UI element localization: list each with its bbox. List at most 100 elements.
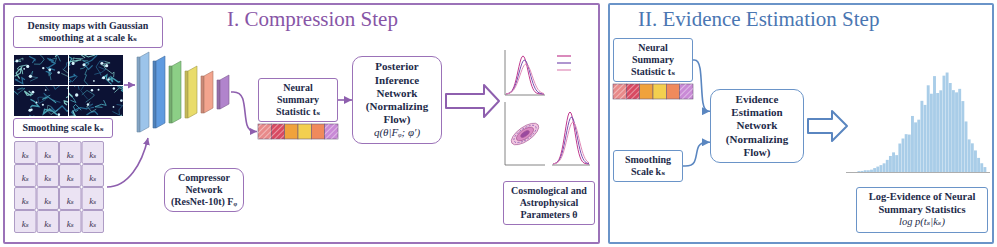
cnn-layer-front [185,71,188,118]
filament [78,55,95,58]
cnn-layer [140,52,149,132]
grid-cell-holder: kₛ [59,164,82,187]
halo [93,80,95,82]
filament [51,106,67,112]
filament [14,90,18,97]
histogram [846,73,990,173]
density-map [14,55,68,85]
vector-hatch [613,84,626,99]
histogram-bar [930,94,933,172]
scale-grid [15,142,104,233]
vector-cell [298,124,311,139]
histogram-bar [952,90,955,172]
cnn-layer [220,75,229,109]
histogram-bar [936,93,939,172]
filament [64,62,68,70]
histogram-bar [873,168,876,172]
halo [28,109,31,112]
halo [42,104,44,106]
histogram-bar [883,163,886,172]
plot-axis [505,102,545,165]
histogram-bar [961,101,964,172]
filament [24,91,32,96]
histogram-bar [977,158,980,172]
summary-vector [258,124,338,139]
halo [100,62,103,65]
filament [30,99,39,107]
vector-cell [680,84,693,99]
posterior-curve [506,64,544,94]
histogram-bar [983,167,986,172]
map-ground [69,55,123,85]
histogram-bar [980,163,983,172]
vector-cell [613,84,626,99]
scale-label: kₛ [89,173,96,183]
plot-axis [505,50,545,95]
filament [52,86,68,89]
filament [69,65,71,70]
step-title: I. Compression Step [227,7,398,32]
filament [84,69,88,85]
vector-cell [666,84,679,99]
histogram-bar [920,101,923,172]
density-map [14,86,68,116]
halo [105,64,108,67]
cnn-layer-front [169,66,172,123]
formula-label: log p(tₛ|kₛ) [861,216,983,229]
contour [520,129,531,138]
filament [82,90,95,102]
histogram-axis [846,172,990,173]
filament [102,75,112,85]
halo [26,65,29,68]
histogram-bar [870,170,873,172]
scale-label: kₛ [89,219,96,229]
histogram-bar [965,121,968,172]
vector-cell [285,124,298,139]
filament [66,86,68,98]
grid-cell-holder: kₛ [37,187,60,210]
grid-cell [60,165,82,187]
filament [45,86,53,91]
flow-connector [683,142,710,166]
filament [111,115,122,116]
vector-cell [653,84,666,99]
histogram-bar [917,120,920,172]
halo [48,68,51,71]
histogram-bar [889,156,892,172]
histogram-bar [939,90,942,172]
scale-label: kₛ [67,219,74,229]
process-box: Density maps with Gaussian smoothing at … [13,16,163,48]
vector-cell [271,124,284,139]
grid-cell-holder: kₛ [14,164,37,187]
filament [69,111,77,117]
process-box: Evidence Estimation Network (Normalizing… [710,89,804,163]
filament [47,105,58,114]
grid-cell [82,188,104,210]
posterior-curve [506,56,544,94]
cnn-layer-front [137,57,140,132]
formula-label: q(θ|Fᵩ; φ′) [357,126,437,139]
grid-cell-holder: kₛ [37,141,60,164]
grid-cell [15,142,37,164]
process-box: Cosmological and Astrophysical Parameter… [503,181,595,225]
halo [58,113,61,116]
filament [29,71,37,81]
halo [98,89,100,91]
grid-cell [37,211,59,233]
grid-cell [37,165,59,187]
grid-cell-holder: kₛ [59,187,82,210]
filament [109,77,121,82]
histogram-bar [924,105,927,172]
hollow-arrow [808,111,847,141]
legend-sample [557,55,571,56]
legend-sample [557,69,571,70]
scale-label: kₛ [67,196,74,206]
filament [112,105,122,116]
filament [61,69,68,79]
vector-hatch [325,124,338,139]
box-label: Neural Summary Statistic tₛ [618,42,688,78]
vector-cell [640,84,653,99]
filament [94,67,106,75]
flow-arrow [124,84,135,86]
grid-cell-holder: kₛ [59,141,82,164]
